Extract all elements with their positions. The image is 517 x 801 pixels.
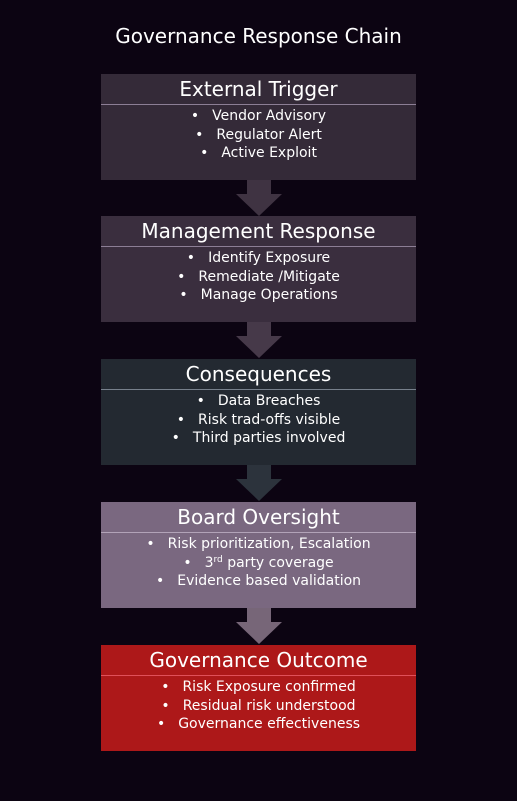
arrow-shape [236, 608, 282, 644]
stage-board-oversight: Board Oversight Risk prioritization, Esc… [101, 502, 416, 608]
stage-divider [101, 389, 416, 390]
stage-governance-outcome: Governance Outcome Risk Exposure confirm… [101, 645, 416, 751]
stage-bullet-list: Data Breaches Risk trad-offs visible Thi… [101, 392, 416, 448]
bullet-item: Identify Exposure [101, 249, 416, 268]
bullet-item: Risk Exposure confirmed [101, 678, 416, 697]
diagram-title: Governance Response Chain [115, 24, 402, 48]
bullet-item: Evidence based validation [101, 572, 416, 591]
bullet-item: Governance effectiveness [101, 715, 416, 734]
bullet-item: 3rd party coverage [101, 554, 416, 573]
stage-bullet-list: Vendor Advisory Regulator Alert Active E… [101, 107, 416, 163]
stage-heading: Governance Outcome [149, 648, 368, 672]
down-arrow-icon [236, 180, 282, 216]
down-arrow-icon [236, 322, 282, 358]
bullet-item: Residual risk understood [101, 697, 416, 716]
stage-heading: Management Response [141, 219, 376, 243]
bullet-item: Remediate /Mitigate [101, 268, 416, 287]
down-arrow-icon [236, 465, 282, 501]
stage-consequences: Consequences Data Breaches Risk trad-off… [101, 359, 416, 465]
stage-bullet-list: Risk prioritization, Escalation 3rd part… [101, 535, 416, 591]
arrow-shape [236, 465, 282, 501]
bullet-item: Regulator Alert [101, 126, 416, 145]
stage-management-response: Management Response Identify Exposure Re… [101, 216, 416, 322]
arrow-shape [236, 322, 282, 358]
stage-divider [101, 104, 416, 105]
stage-external-trigger: External Trigger Vendor Advisory Regulat… [101, 74, 416, 180]
stage-bullet-list: Risk Exposure confirmed Residual risk un… [101, 678, 416, 734]
arrow-shape [236, 180, 282, 216]
stage-bullet-list: Identify Exposure Remediate /Mitigate Ma… [101, 249, 416, 305]
bullet-item: Manage Operations [101, 286, 416, 305]
bullet-item: Active Exploit [101, 144, 416, 163]
stage-divider [101, 675, 416, 676]
down-arrow-icon [236, 608, 282, 644]
stage-heading: External Trigger [179, 77, 338, 101]
stage-divider [101, 246, 416, 247]
bullet-item: Vendor Advisory [101, 107, 416, 126]
bullet-item: Third parties involved [101, 429, 416, 448]
ordinal-suffix: rd [213, 554, 223, 565]
stage-divider [101, 532, 416, 533]
stage-heading: Consequences [185, 362, 332, 386]
bullet-text: party coverage [222, 554, 334, 571]
ordinal-number: 3 [204, 554, 214, 571]
bullet-item: Data Breaches [101, 392, 416, 411]
bullet-item: Risk trad-offs visible [101, 411, 416, 430]
stage-heading: Board Oversight [177, 505, 340, 529]
bullet-item: Risk prioritization, Escalation [101, 535, 416, 554]
